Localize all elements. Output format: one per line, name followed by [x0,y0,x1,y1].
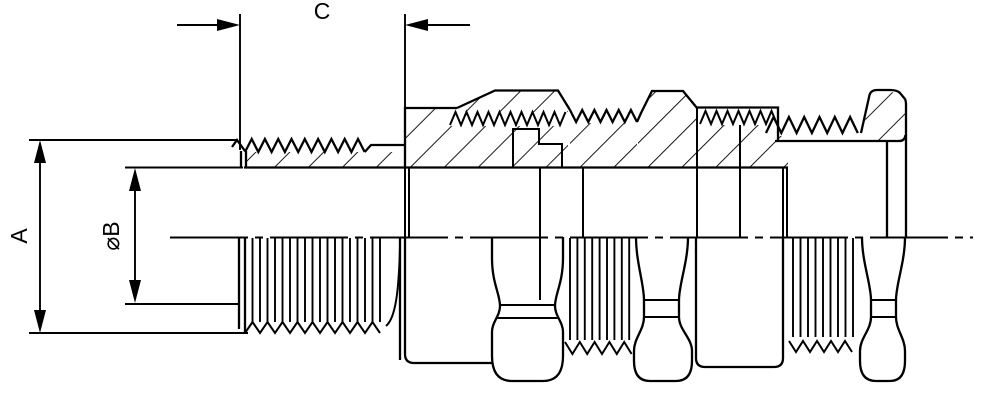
dimension-c: C [177,0,470,150]
hex-nut-2-outline [632,236,694,383]
mid-thread-crest-lines [569,238,631,340]
dimension-a: A [6,139,248,334]
hex-nut-1-chamfer-lines [496,304,559,319]
hatch-hex1-cap [459,91,568,112]
mid-thread-silhouette [564,340,633,356]
dim-b-label: ⌀B [98,221,124,250]
right-thread-crest-lines [792,238,854,337]
body-bottom-silhouette [398,237,492,365]
left-tube-end-face [239,151,248,168]
external-bottom-half [237,236,907,383]
hatch-hex2-cap [638,92,696,167]
right-spigot-top-edge [775,134,907,143]
hatch-sleeve-wall-right [778,136,788,167]
end-cap-chamfer-band [870,299,897,318]
sleeve-bottom-silhouette [694,237,785,369]
left-thread-crest-lines [251,238,381,322]
mid-thread-profile [568,107,639,125]
hatch-left-tube-wall [245,152,403,167]
hex-nut-1-outline [490,237,565,383]
hatch-end-cap [862,92,905,140]
right-thread-silhouette [788,339,853,354]
dim-c-arrow-left [217,19,240,31]
dim-c-label: C [314,0,331,24]
hex-nut-2-section-cap [635,89,698,123]
nut2-female-thread-profile [699,108,778,127]
left-tube-end-face-bottom [237,237,247,333]
bore-step-insert [512,128,563,168]
dim-a-extension-lines [29,139,248,334]
dimension-b: ⌀B [98,166,243,305]
left-thread-silhouette [244,320,381,335]
end-cap-section-profile [859,88,908,237]
end-cap-outline [858,236,907,383]
hatch-sleeve-wall [698,125,778,167]
dim-a-arrow-top [34,140,46,163]
dim-c-extension-lines [239,14,406,150]
dim-c-arrow-right [405,19,428,31]
hatch-mid-thread-wall [570,123,637,167]
section-hatching [245,91,905,167]
section-top-half [231,88,908,300]
left-thread-runout [385,245,401,327]
component-boundary-lines [404,108,788,300]
dim-b-extension-lines [125,166,243,305]
male-thread-profile-right [764,114,859,136]
hex-nut-2-chamfer-band [643,299,680,318]
thread-runout-neck [363,143,404,153]
hex-nut-1-section-cap [456,89,571,111]
dim-b-arrow-bottom [129,280,141,303]
dim-a-arrow-bottom [34,310,46,333]
male-thread-profile-left [243,136,366,155]
nut2-top-edge [697,106,780,141]
nut1-female-thread-profile [449,109,567,128]
thread-start-curl [231,138,246,152]
dim-a-label: A [6,228,32,244]
dim-b-arrow-top [129,168,141,191]
hatch-body-wall [406,109,568,167]
